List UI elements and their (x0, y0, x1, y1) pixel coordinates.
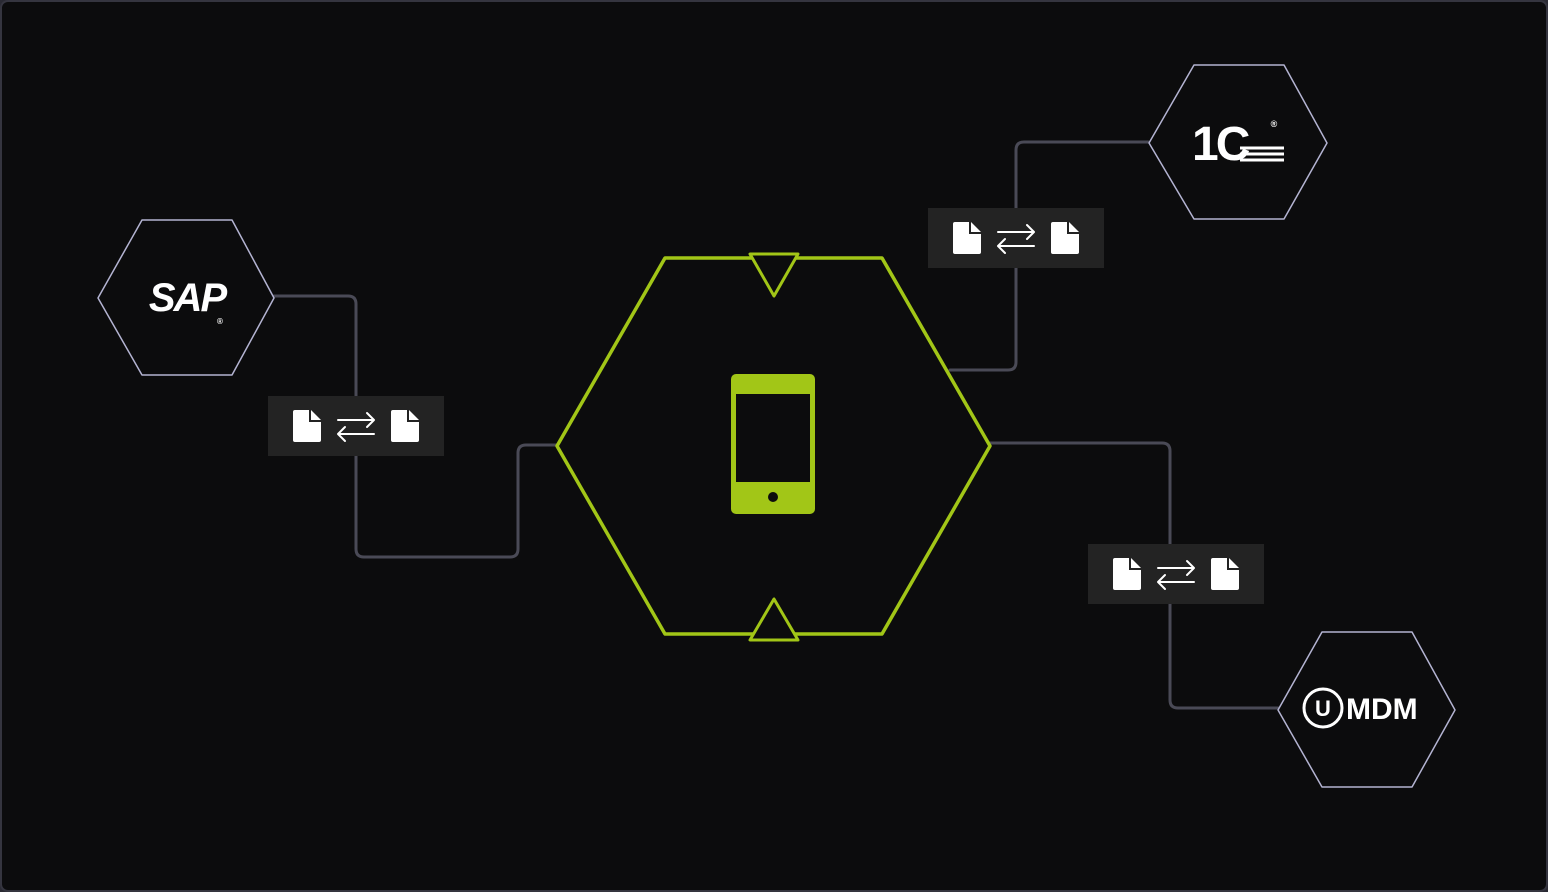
sap-hexagon (97, 219, 275, 376)
top-triangle-marker (748, 252, 800, 298)
central-hub (555, 252, 992, 642)
umdm-hexagon (1277, 631, 1456, 788)
umdm-badge-letter: U (1315, 696, 1331, 721)
swap-arrows-icon (1157, 560, 1195, 590)
connector-sap (272, 294, 559, 559)
document-icon (1113, 558, 1141, 590)
central-hexagon (555, 256, 992, 636)
onec-logo-text: 1С (1192, 118, 1250, 171)
document-icon (1211, 558, 1239, 590)
exchange-box-sap (268, 396, 444, 456)
onec-registered-mark: ® (1271, 119, 1278, 129)
onec-logo-stripes (1240, 146, 1284, 162)
bottom-triangle-marker (748, 597, 800, 642)
swap-arrows-icon (337, 412, 375, 442)
document-icon (1051, 222, 1079, 254)
exchange-box-1c (928, 208, 1104, 268)
sap-node: SAP ® (97, 219, 275, 376)
onec-logo: 1С (1192, 118, 1284, 171)
onec-node: 1С ® (1148, 64, 1328, 220)
sap-registered-mark: ® (217, 317, 223, 326)
tablet-icon (731, 374, 815, 514)
swap-arrows-icon (997, 224, 1035, 254)
umdm-node: U MDM (1277, 631, 1456, 788)
sap-logo: SAP (149, 276, 228, 320)
onec-hexagon (1148, 64, 1328, 220)
exchange-box-umdm (1088, 544, 1264, 604)
umdm-logo-text: MDM (1346, 693, 1418, 726)
document-icon (391, 410, 419, 442)
document-icon (953, 222, 981, 254)
umdm-badge-circle (1302, 687, 1344, 729)
document-icon (293, 410, 321, 442)
